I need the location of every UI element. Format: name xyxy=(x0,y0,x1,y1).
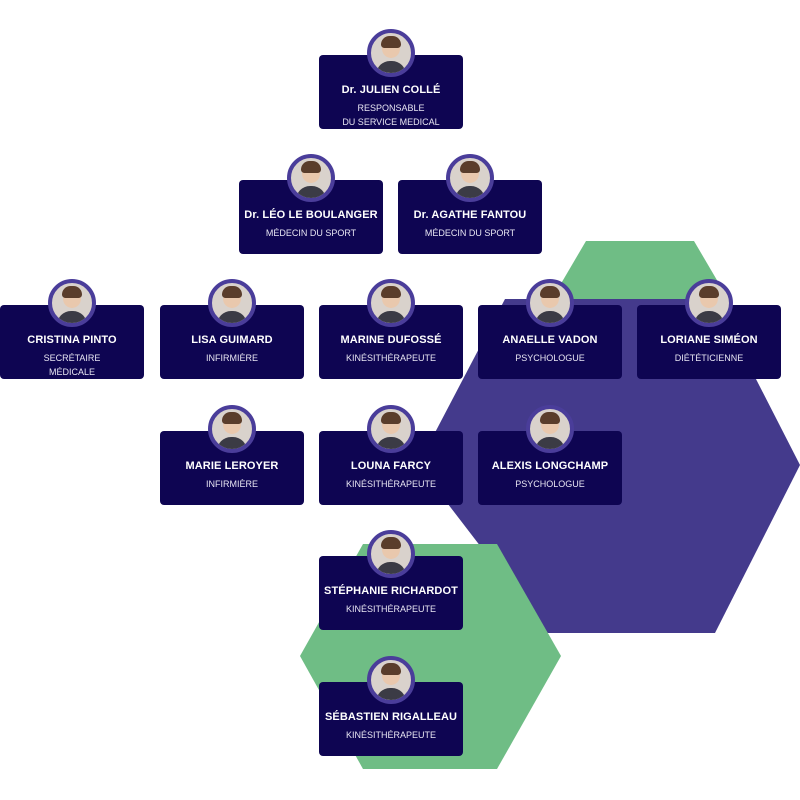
person-role: KINÉSITHÉRAPEUTE xyxy=(319,351,463,365)
person-card: MARINE DUFOSSÉ KINÉSITHÉRAPEUTE xyxy=(319,279,463,379)
avatar-body xyxy=(694,311,724,323)
person-name: MARINE DUFOSSÉ xyxy=(340,334,442,346)
avatar-body xyxy=(57,311,87,323)
avatar-hair xyxy=(222,286,242,298)
person-name: MARIE LEROYER xyxy=(185,460,279,472)
person-role: PSYCHOLOGUE xyxy=(478,351,622,365)
avatar-photo xyxy=(367,279,415,327)
person-role: MÉDECIN DU SPORT xyxy=(398,226,542,240)
person-role-line: INFIRMIÈRE xyxy=(205,479,258,489)
avatar-hair xyxy=(540,286,560,298)
avatar-body xyxy=(296,186,326,198)
avatar-hair xyxy=(62,286,82,298)
person-role-line: SECRÉTAIRE xyxy=(43,353,101,363)
avatar-photo xyxy=(287,154,335,202)
person-card: LORIANE SIMÉON DIÉTÉTICIENNE xyxy=(637,279,781,379)
person-card: LISA GUIMARD INFIRMIÈRE xyxy=(160,279,304,379)
person-role-line: DU SERVICE MEDICAL xyxy=(342,117,440,127)
person-card: CRISTINA PINTO SECRÉTAIRE MÉDICALE xyxy=(0,279,144,379)
person-card: Dr. JULIEN COLLÉ RESPONSABLE DU SERVICE M… xyxy=(319,29,463,129)
avatar-photo xyxy=(526,405,574,453)
avatar-hair xyxy=(540,412,560,424)
avatar-photo xyxy=(367,29,415,77)
person-role: SECRÉTAIRE MÉDICALE xyxy=(0,351,144,379)
avatar-body xyxy=(376,688,406,700)
person-card: Dr. LÉO LE BOULANGER MÉDECIN DU SPORT xyxy=(239,154,383,254)
person-role-line: RESPONSABLE xyxy=(357,103,425,113)
avatar-hair xyxy=(460,161,480,173)
person-role-line: PSYCHOLOGUE xyxy=(515,479,585,489)
person-role-line: DIÉTÉTICIENNE xyxy=(674,353,744,363)
person-name: Dr. LÉO LE BOULANGER xyxy=(244,209,378,221)
person-role: RESPONSABLE DU SERVICE MEDICAL xyxy=(319,101,463,129)
avatar-body xyxy=(455,186,485,198)
person-card: SÉBASTIEN RIGALLEAU KINÉSITHÉRAPEUTE xyxy=(319,656,463,756)
person-name: STÉPHANIE RICHARDOT xyxy=(324,585,458,597)
person-role-line: MÉDECIN DU SPORT xyxy=(265,228,357,238)
person-role: PSYCHOLOGUE xyxy=(478,477,622,491)
avatar-hair xyxy=(699,286,719,298)
avatar-photo xyxy=(208,279,256,327)
avatar-hair xyxy=(381,36,401,48)
avatar-hair xyxy=(381,286,401,298)
avatar-photo xyxy=(367,405,415,453)
person-card: MARIE LEROYER INFIRMIÈRE xyxy=(160,405,304,505)
person-role: MÉDECIN DU SPORT xyxy=(239,226,383,240)
avatar-photo xyxy=(685,279,733,327)
avatar-photo xyxy=(48,279,96,327)
avatar-body xyxy=(376,562,406,574)
avatar-hair xyxy=(301,161,321,173)
avatar-hair xyxy=(381,537,401,549)
person-card: ANAELLE VADON PSYCHOLOGUE xyxy=(478,279,622,379)
person-name: ANAELLE VADON xyxy=(502,334,598,346)
avatar-body xyxy=(376,311,406,323)
avatar-body xyxy=(217,311,247,323)
person-name: SÉBASTIEN RIGALLEAU xyxy=(324,711,458,723)
person-card: ALEXIS LONGCHAMP PSYCHOLOGUE xyxy=(478,405,622,505)
person-role-line: INFIRMIÈRE xyxy=(205,353,258,363)
person-role-line: MÉDICALE xyxy=(48,367,95,377)
person-name: LOUNA FARCY xyxy=(350,460,432,472)
avatar-body xyxy=(217,437,247,449)
avatar-photo xyxy=(526,279,574,327)
person-role: KINÉSITHÉRAPEUTE xyxy=(319,477,463,491)
avatar-body xyxy=(535,311,565,323)
person-role: KINÉSITHÉRAPEUTE xyxy=(319,728,463,742)
person-role-line: MÉDECIN DU SPORT xyxy=(424,228,516,238)
person-name: ALEXIS LONGCHAMP xyxy=(491,460,609,472)
avatar-photo xyxy=(367,656,415,704)
avatar-hair xyxy=(381,663,401,675)
avatar-hair xyxy=(381,412,401,424)
person-card: Dr. AGATHE FANTOU MÉDECIN DU SPORT xyxy=(398,154,542,254)
avatar-photo xyxy=(367,530,415,578)
avatar-photo xyxy=(446,154,494,202)
person-role-line: KINÉSITHÉRAPEUTE xyxy=(345,353,437,363)
person-name: Dr. JULIEN COLLÉ xyxy=(341,84,441,96)
person-card: STÉPHANIE RICHARDOT KINÉSITHÉRAPEUTE xyxy=(319,530,463,630)
person-card: LOUNA FARCY KINÉSITHÉRAPEUTE xyxy=(319,405,463,505)
avatar-body xyxy=(535,437,565,449)
person-role: DIÉTÉTICIENNE xyxy=(637,351,781,365)
avatar-photo xyxy=(208,405,256,453)
person-role-line: KINÉSITHÉRAPEUTE xyxy=(345,479,437,489)
person-name: LORIANE SIMÉON xyxy=(660,334,758,346)
person-role-line: KINÉSITHÉRAPEUTE xyxy=(345,604,437,614)
person-name: Dr. AGATHE FANTOU xyxy=(413,209,527,221)
person-role: INFIRMIÈRE xyxy=(160,477,304,491)
avatar-hair xyxy=(222,412,242,424)
avatar-body xyxy=(376,61,406,73)
person-role-line: PSYCHOLOGUE xyxy=(515,353,585,363)
person-role: KINÉSITHÉRAPEUTE xyxy=(319,602,463,616)
person-name: LISA GUIMARD xyxy=(191,334,273,346)
person-role-line: KINÉSITHÉRAPEUTE xyxy=(345,730,437,740)
person-name: CRISTINA PINTO xyxy=(27,334,117,346)
person-role: INFIRMIÈRE xyxy=(160,351,304,365)
avatar-body xyxy=(376,437,406,449)
